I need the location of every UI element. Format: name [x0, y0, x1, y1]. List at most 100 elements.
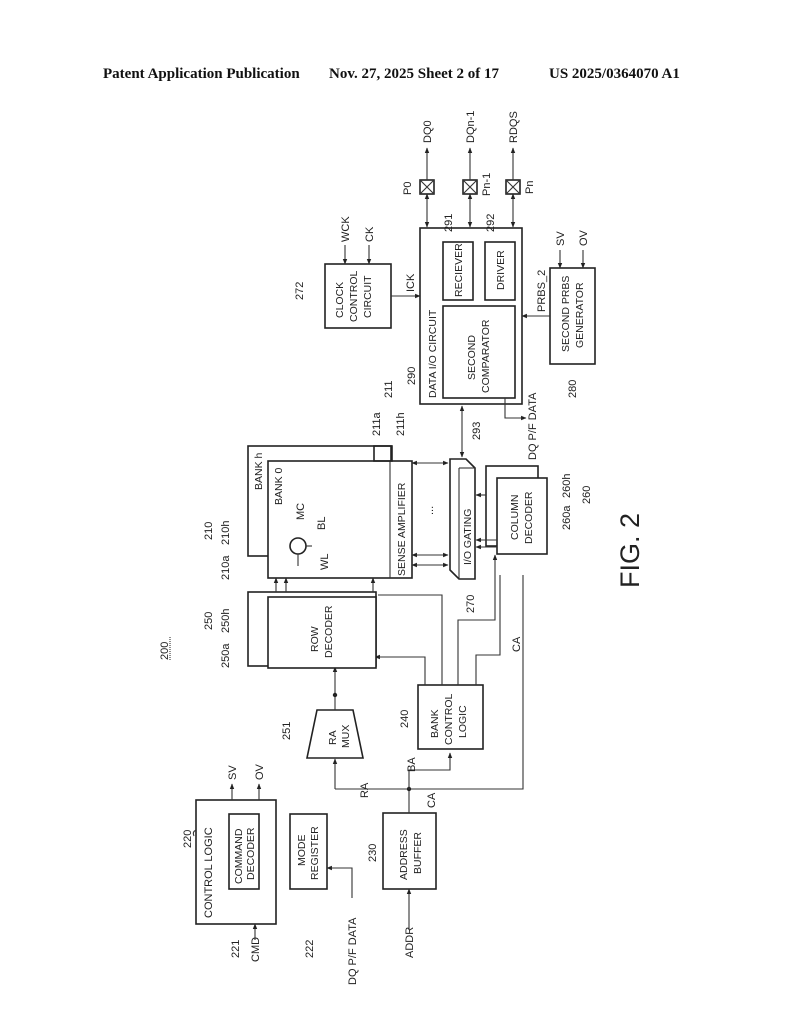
ba-label: BA	[406, 757, 418, 772]
pad-pn-1: Pn-1 DQn-1	[462, 111, 493, 228]
data-io-label: DATA I/O CIRCUIT	[427, 309, 439, 398]
prbs-generator-line2: GENERATOR	[574, 282, 586, 348]
row-decoder-line1: ROW	[309, 626, 321, 652]
receiver-block: RECIEVER 291	[442, 214, 474, 301]
driver-block: DRIVER 292	[484, 214, 516, 301]
address-bus: RA BA CA CA	[332, 575, 524, 813]
ref-211a: 211a	[371, 411, 383, 436]
bank-control-line3: LOGIC	[457, 705, 469, 738]
bank-control-line1: BANK	[429, 709, 441, 738]
pad-p0-label: P0	[402, 182, 414, 195]
ref-211: 211	[383, 380, 395, 398]
io-gating-label: I/O GATING	[462, 509, 474, 565]
second-comparator-block: SECOND COMPARATOR 293 DQ P/F DATA	[442, 305, 539, 460]
mode-register-line2: REGISTER	[309, 826, 321, 880]
ref-230: 230	[367, 844, 379, 862]
ov-label: OV	[254, 763, 266, 780]
addr-label: ADDR	[404, 927, 416, 958]
clock-control-line1: CLOCK	[334, 282, 346, 318]
rdqs-label: RDQS	[508, 111, 520, 143]
header-number: US 2025/0364070 A1	[549, 66, 680, 82]
bank-control-line2: CONTROL	[443, 694, 455, 745]
cmd-label: CMD	[250, 937, 262, 962]
ref-251: 251	[281, 722, 293, 740]
pad-p0: P0 DQ0	[402, 120, 435, 228]
bank-control-block: BANK CONTROL LOGIC 240	[374, 554, 501, 750]
control-logic-block: CONTROL LOGIC 220 SV OV	[182, 763, 277, 925]
pad-pn: Pn RDQS	[505, 111, 536, 228]
column-decoder-line1: COLUMN	[509, 494, 521, 540]
pad-pn-label: Pn	[524, 181, 536, 194]
io-gating-block: I/O GATING 270	[449, 405, 477, 613]
wl-label: WL	[319, 554, 331, 571]
ref-250h: 250h	[220, 609, 232, 633]
clock-control-line3: CIRCUIT	[362, 275, 374, 318]
ref-221: 221	[230, 940, 242, 958]
command-decoder-block: COMMAND DECODER 221 CMD	[228, 813, 262, 962]
ref-210: 210	[203, 522, 215, 540]
data-io-block: DATA I/O CIRCUIT 290	[406, 227, 523, 405]
wck-label: WCK	[340, 216, 352, 242]
command-decoder-line1: COMMAND	[233, 828, 245, 884]
ref-211h: 211h	[395, 412, 407, 436]
ref-270: 270	[465, 595, 477, 613]
ref-260a: 260a	[561, 505, 573, 530]
ref-290: 290	[406, 367, 418, 385]
figure-label: FIG. 2	[615, 513, 645, 588]
ref-222: 222	[304, 940, 316, 958]
pad-pn-1-label: Pn-1	[481, 173, 493, 196]
mode-register-input-label: DQ P/F DATA	[347, 917, 359, 985]
prbs2-label: PRBS_2	[536, 270, 548, 312]
bank-h-label: BANK h	[253, 452, 265, 490]
ref-293: 293	[471, 422, 483, 440]
prbs-generator-block: SECOND PRBS GENERATOR 280 SV OV PRBS_2	[521, 229, 596, 398]
receiver-label: RECIEVER	[453, 243, 465, 297]
sv-label: SV	[227, 765, 239, 780]
ref-220: 220	[182, 830, 194, 848]
dqn-1-label: DQn-1	[465, 111, 477, 143]
ick-label: ICK	[405, 273, 417, 292]
control-logic-label: CONTROL LOGIC	[203, 827, 215, 918]
header-publication: Patent Application Publication	[103, 66, 300, 82]
prbs-sv-label: SV	[555, 231, 567, 246]
ra-mux-block: RA MUX 251	[281, 666, 364, 759]
sense-amplifier-block: SENSE AMPLIFIER 211a 211h 211 ...	[371, 380, 449, 576]
ref-280: 280	[567, 380, 579, 398]
bank-array-block: BANK h BANK 0 MC BL WL 210 210a 210h	[203, 445, 413, 580]
row-decoder-block: ROW DECODER 250 250a 250h	[203, 577, 377, 669]
driver-label: DRIVER	[495, 250, 507, 290]
ra-mux-line2: MUX	[340, 725, 352, 748]
mc-label: MC	[295, 503, 307, 520]
ref-210h: 210h	[220, 521, 232, 545]
mode-register-block: MODE REGISTER 222 DQ P/F DATA	[289, 813, 359, 985]
clock-control-line2: CONTROL	[348, 271, 360, 322]
ck-label: CK	[364, 226, 376, 242]
sa-ellipsis: ...	[424, 506, 436, 515]
ref-260: 260	[581, 486, 593, 504]
address-buffer-line2: BUFFER	[412, 832, 424, 874]
ca-label-2: CA	[511, 636, 523, 652]
prbs-generator-line1: SECOND PRBS	[560, 276, 572, 352]
ra-label: RA	[359, 782, 371, 798]
prbs-ov-label: OV	[578, 229, 590, 246]
address-buffer-line1: ADDRESS	[398, 829, 410, 880]
ref-250: 250	[203, 612, 215, 630]
ref-272: 272	[294, 282, 306, 300]
column-decoder-block: COLUMN DECODER 260a 260h 260	[475, 465, 593, 555]
ref-291: 291	[443, 214, 455, 232]
ra-mux-line1: RA	[327, 730, 339, 745]
header-date-sheet: Nov. 27, 2025 Sheet 2 of 17	[329, 66, 499, 82]
ref-250a: 250a	[220, 643, 232, 668]
figure-ref-200: 200	[159, 642, 171, 660]
dq0-label: DQ0	[422, 120, 434, 143]
sense-amplifier-label: SENSE AMPLIFIER	[396, 482, 408, 576]
mode-register-line1: MODE	[296, 835, 308, 867]
bank-0-label: BANK 0	[273, 467, 285, 505]
second-comparator-line2: COMPARATOR	[480, 319, 492, 393]
second-comparator-line1: SECOND	[466, 335, 478, 380]
clock-control-block: CLOCK CONTROL CIRCUIT 272 WCK CK ICK	[294, 216, 421, 329]
address-buffer-block: ADDRESS BUFFER 230 ADDR	[367, 812, 437, 958]
row-decoder-line2: DECODER	[323, 605, 335, 658]
ref-260h: 260h	[561, 474, 573, 498]
